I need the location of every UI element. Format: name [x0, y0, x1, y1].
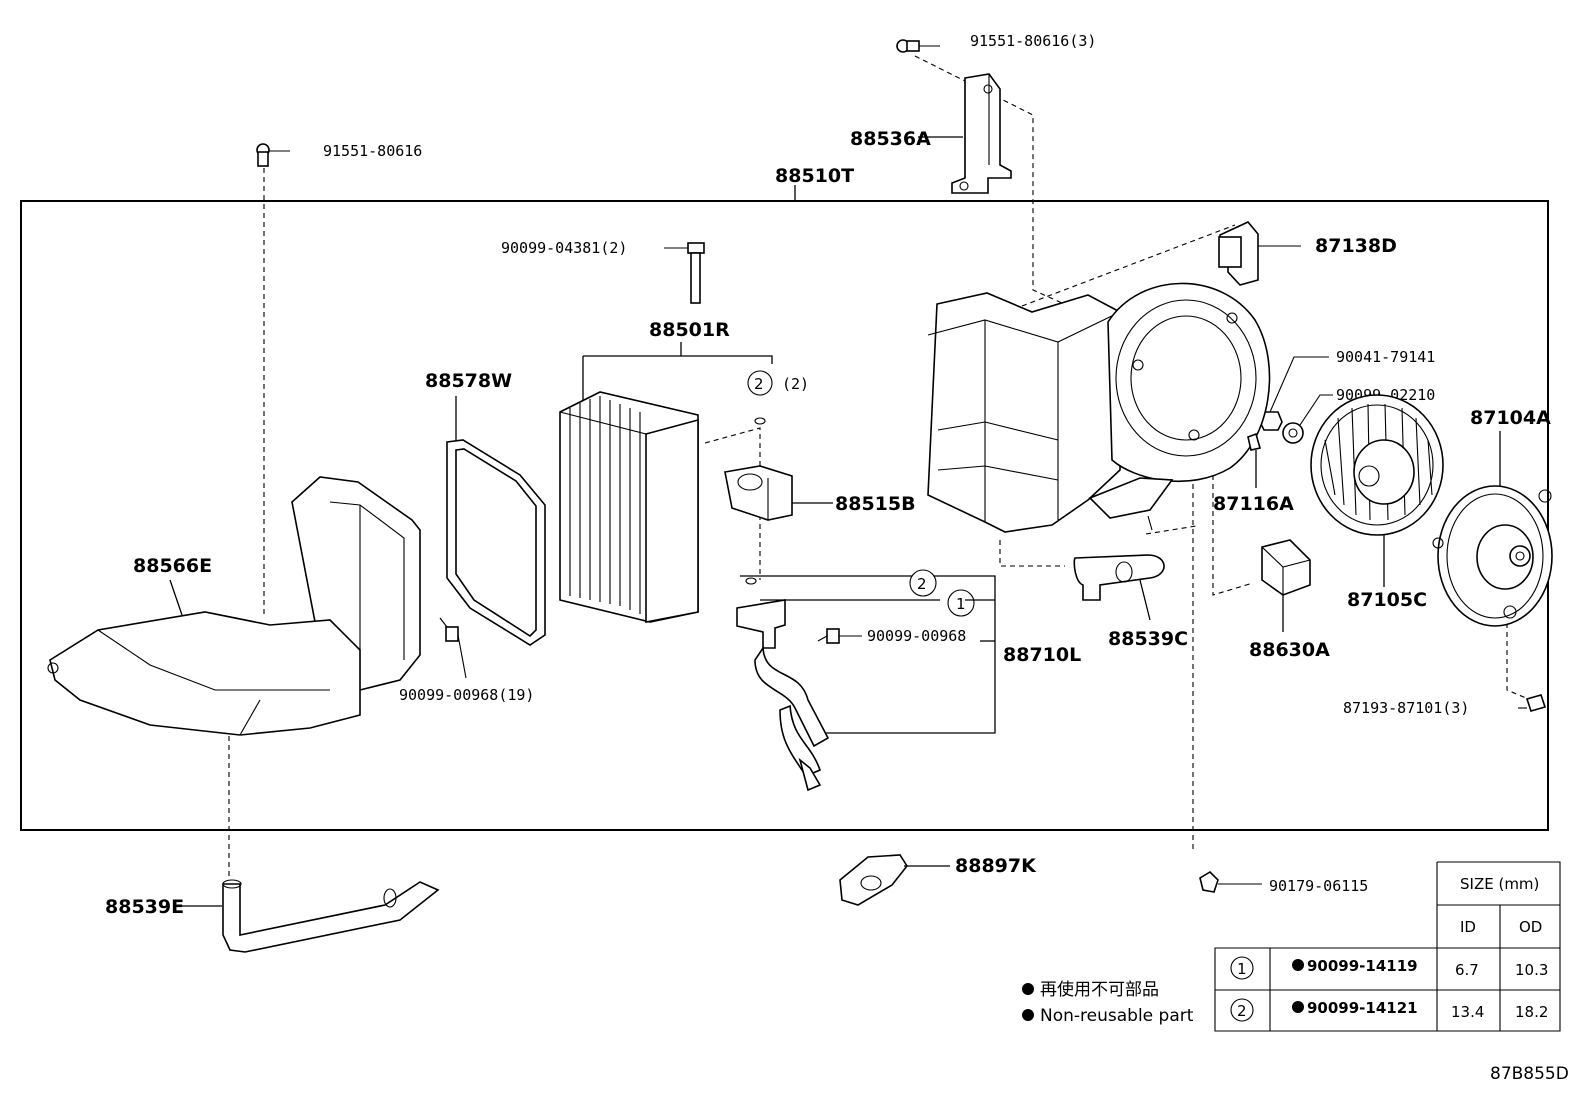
motor-drawing: [1432, 485, 1553, 627]
label-90099-00968-19: 90099-00968(19): [399, 686, 534, 704]
table-row: 1 90099-14119 6.7 10.3: [1230, 956, 1548, 980]
label-88510T: 88510T: [775, 165, 854, 187]
table-row: 2 90099-14121 13.4 18.2: [1230, 998, 1548, 1022]
damper-drawing: [1247, 432, 1262, 488]
bullet-icon: [1292, 959, 1304, 971]
label-88515B: 88515B: [835, 493, 916, 515]
blower-case-drawing: [927, 282, 1271, 533]
screw-19-drawing: [439, 617, 467, 679]
label-88630A: 88630A: [1249, 639, 1330, 661]
label-87116A: 87116A: [1213, 493, 1294, 515]
screw-motor-drawing: [1518, 694, 1547, 712]
packing-drawing: [446, 439, 546, 646]
drain-hose-drawing: [1073, 554, 1165, 621]
screw-small-drawing: [1282, 394, 1333, 444]
cushion-drawing: [839, 854, 950, 906]
label-88501R: 88501R: [649, 319, 730, 341]
table-col-od: OD: [1519, 918, 1542, 936]
label-90041-79141: 90041-79141: [1336, 348, 1435, 366]
svg-text:6.7: 6.7: [1455, 961, 1479, 979]
label-87104A: 87104A: [1470, 407, 1551, 429]
assembly-frame: [20, 200, 1549, 831]
label-91551-80616-3: 91551-80616(3): [970, 32, 1096, 50]
o-ring-callout-2: 2 (2): [747, 370, 809, 425]
callout-circle-1: 1: [947, 589, 975, 617]
svg-text:2: 2: [754, 375, 764, 393]
table-col-id: ID: [1460, 918, 1476, 936]
svg-text:2: 2: [1237, 1002, 1247, 1020]
label-90099-04381-2: 90099-04381(2): [501, 239, 627, 257]
svg-text:(2): (2): [782, 375, 809, 393]
label-88566E: 88566E: [133, 555, 212, 577]
evaporator-drawing: [559, 391, 699, 623]
label-87193-87101-3: 87193-87101(3): [1343, 699, 1469, 717]
svg-text:1: 1: [1237, 960, 1247, 978]
label-88710L: 88710L: [1003, 644, 1081, 666]
bullet-icon: [1292, 1001, 1304, 1013]
clip-drawing: [1259, 356, 1329, 431]
label-87105C: 87105C: [1347, 589, 1427, 611]
label-87138D: 87138D: [1315, 235, 1397, 257]
screw-long-drawing: [664, 242, 705, 304]
svg-text:18.2: 18.2: [1515, 1003, 1548, 1021]
screw-4-drawing: [817, 628, 862, 644]
expansion-valve-drawing: [724, 465, 833, 521]
label-88539E: 88539E: [105, 896, 184, 918]
svg-text:10.3: 10.3: [1515, 961, 1548, 979]
lower-case-drawing: [47, 476, 421, 736]
size-table: SIZE (mm) ID OD 1 90099-14119 6.7 10.3 2…: [1214, 861, 1561, 1032]
fan-drawing: [1310, 394, 1444, 587]
svg-text:13.4: 13.4: [1451, 1003, 1484, 1021]
grommet-drawing: [1199, 870, 1262, 893]
drain-hose-2-drawing: [175, 879, 440, 953]
label-88536A: 88536A: [850, 128, 931, 150]
label-88897K: 88897K: [955, 855, 1037, 877]
table-title: SIZE (mm): [1460, 875, 1539, 893]
tube-drawing: [736, 577, 830, 792]
label-90099-00968: 90099-00968: [867, 627, 966, 645]
svg-text:1: 1: [956, 595, 966, 613]
note-en: Non-reusable part: [1040, 1006, 1194, 1026]
bullet-icon: [1022, 983, 1034, 995]
svg-text:90099-14119: 90099-14119: [1307, 957, 1418, 975]
bolt-top-drawing: [896, 39, 940, 53]
relay-drawing: [1261, 539, 1311, 632]
bracket-drawing: [951, 73, 1012, 194]
label-88539C: 88539C: [1108, 628, 1188, 650]
label-91551-80616: 91551-80616: [323, 142, 422, 160]
label-90179-06115: 90179-06115: [1269, 877, 1368, 895]
resistor-drawing: [1218, 221, 1301, 286]
bullet-icon: [1022, 1009, 1034, 1021]
bolt-left-drawing: [256, 143, 290, 167]
svg-text:2: 2: [917, 575, 927, 593]
diagram-id: 87B855D: [1490, 1064, 1569, 1084]
note-jp: 再使用不可部品: [1040, 979, 1159, 1000]
svg-text:90099-14121: 90099-14121: [1307, 999, 1418, 1017]
callout-circle-2: 2: [909, 569, 937, 597]
label-88578W: 88578W: [425, 370, 512, 392]
